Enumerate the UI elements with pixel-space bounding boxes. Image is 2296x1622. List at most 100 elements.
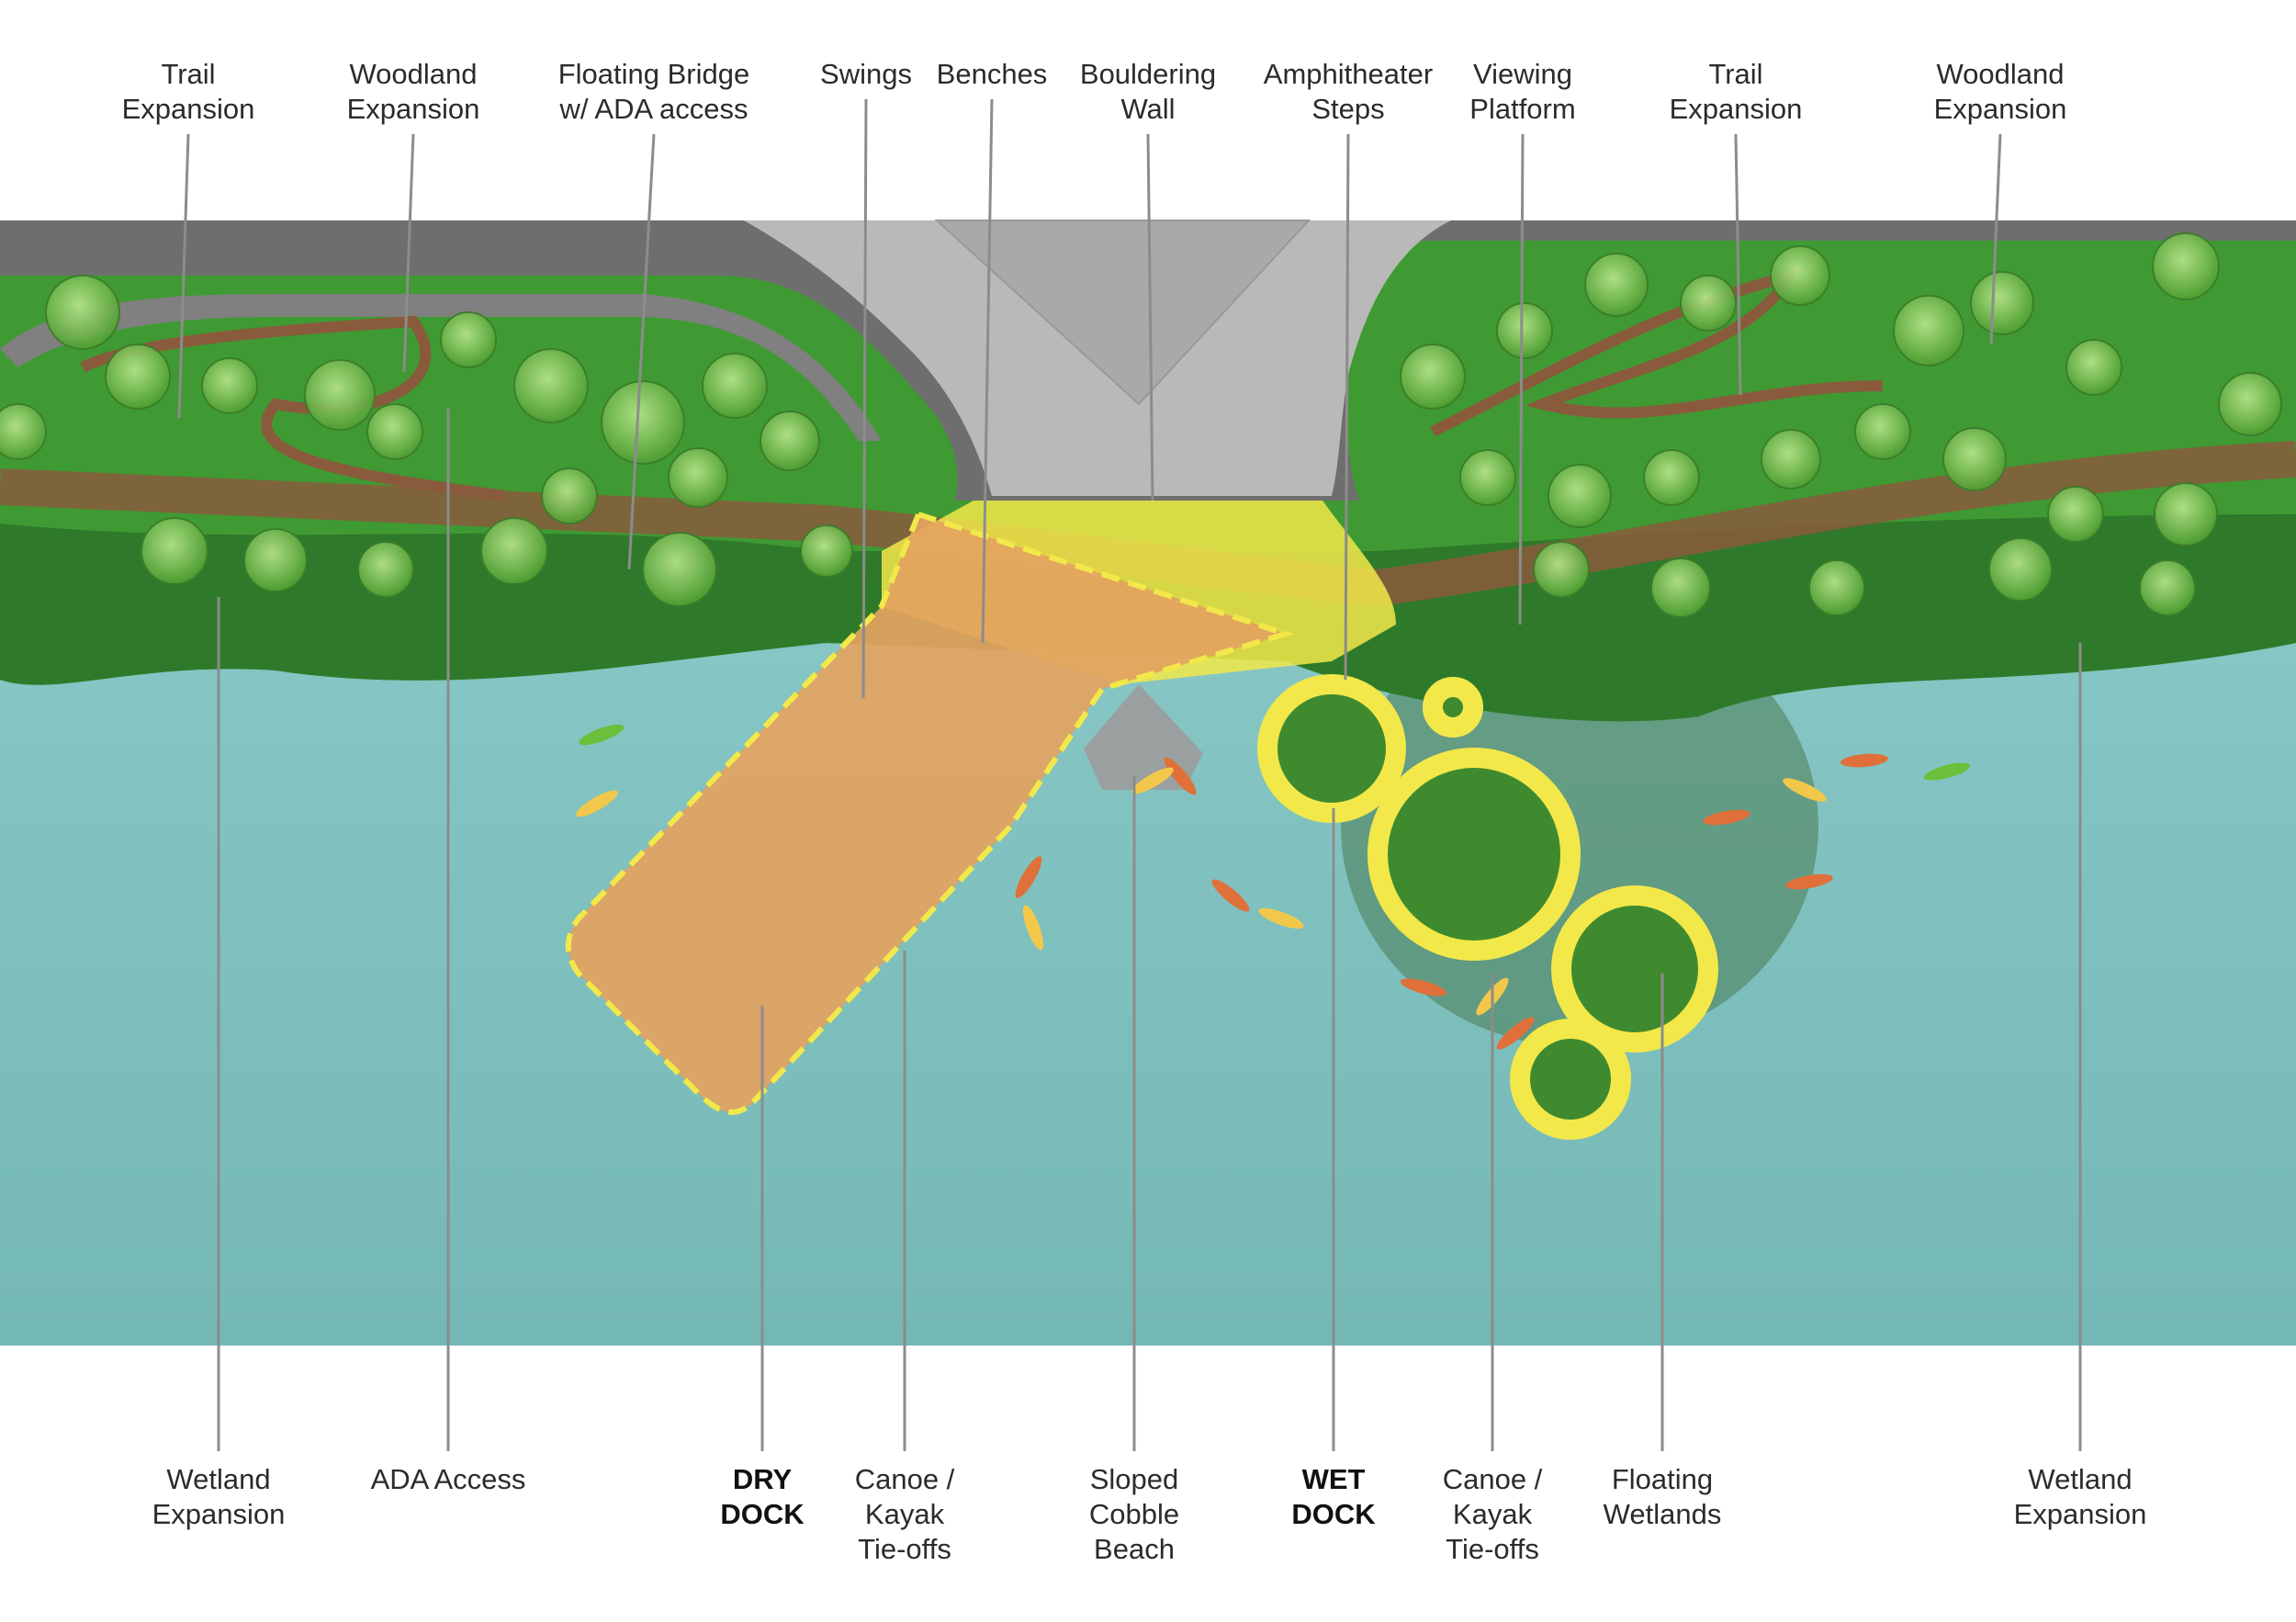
kayak xyxy=(1785,873,1833,890)
tree xyxy=(668,447,728,508)
tree xyxy=(2047,486,2104,543)
tree xyxy=(357,541,414,598)
label-line: Steps xyxy=(1311,93,1385,125)
tree xyxy=(702,353,768,419)
leader-swings xyxy=(861,98,868,699)
label-line: Wall xyxy=(1120,93,1176,125)
kayak xyxy=(1131,767,1174,794)
label-swings: Swings xyxy=(756,57,976,92)
tree xyxy=(2218,372,2282,436)
leader-viewing-platform xyxy=(1518,133,1525,625)
label-line: Swings xyxy=(820,58,912,90)
label-line: Bouldering xyxy=(1079,58,1217,90)
tree xyxy=(2152,232,2220,300)
kayak xyxy=(1783,778,1827,802)
label-ada-access: ADA Access xyxy=(338,1462,558,1497)
label-line: Canoe / xyxy=(1442,1463,1543,1495)
label-line: Floating Bridge xyxy=(557,58,750,90)
label-line: ADA Access xyxy=(370,1463,526,1495)
tree xyxy=(601,380,685,465)
label-line: WET xyxy=(1301,1463,1366,1495)
label-line: Trail xyxy=(161,58,216,90)
kayak xyxy=(1840,753,1888,768)
tree xyxy=(1400,344,1466,410)
tree xyxy=(1854,403,1911,460)
tree xyxy=(800,524,853,578)
tree xyxy=(513,348,589,423)
tree xyxy=(1988,537,2053,602)
tree xyxy=(541,467,598,524)
label-line: Wetland xyxy=(166,1463,271,1495)
label-line: Cobble xyxy=(1088,1498,1180,1530)
label-line: Wetlands xyxy=(1603,1498,1722,1530)
dry-dock-platform xyxy=(568,514,1286,1112)
kayak xyxy=(1258,907,1304,929)
tree xyxy=(642,532,717,607)
tree xyxy=(480,517,548,585)
tree xyxy=(1548,464,1612,528)
tree xyxy=(304,359,376,431)
trail-loop-left xyxy=(80,315,506,501)
label-line: Sloped xyxy=(1089,1463,1179,1495)
tree xyxy=(201,357,258,414)
tree xyxy=(1970,271,2034,335)
kayak xyxy=(1211,879,1250,912)
tree xyxy=(243,528,308,592)
tree xyxy=(440,311,497,368)
tree xyxy=(1680,275,1737,332)
label-line: Amphitheater xyxy=(1263,58,1434,90)
tree xyxy=(1533,541,1590,598)
label-line: Expansion xyxy=(1933,93,2067,125)
tree xyxy=(1770,245,1830,306)
label-line: Benches xyxy=(936,58,1048,90)
tree xyxy=(1643,449,1700,506)
leader-floating-bridge xyxy=(627,133,656,570)
tree xyxy=(1761,429,1821,490)
tree xyxy=(1893,295,1964,366)
leader-benches xyxy=(981,98,994,644)
trail-loop-right xyxy=(1430,266,1884,437)
leader-woodland-expansion-left xyxy=(402,133,415,373)
tree xyxy=(760,411,820,471)
tree xyxy=(2154,482,2218,546)
kayak xyxy=(1496,1017,1535,1050)
tree xyxy=(1496,302,1553,359)
label-line: Expansion xyxy=(346,93,480,125)
kayak xyxy=(1923,762,1971,781)
kayak xyxy=(1703,809,1750,826)
tree xyxy=(1808,559,1865,616)
leader-trail-expansion-left xyxy=(177,133,190,419)
tree xyxy=(2065,339,2122,396)
kayak xyxy=(1015,856,1042,898)
label-line: Platform xyxy=(1469,93,1576,125)
label-line: Expansion xyxy=(2013,1498,2147,1530)
label-line: Woodland xyxy=(349,58,478,90)
leader-woodland-expansion-right xyxy=(1989,133,2002,345)
tree xyxy=(45,275,120,350)
label-line: Woodland xyxy=(1936,58,2065,90)
tree xyxy=(105,344,171,410)
leader-amphitheater-steps xyxy=(1344,133,1350,681)
label-line: Trail xyxy=(1708,58,1763,90)
label-line: Canoe / xyxy=(854,1463,955,1495)
kayak xyxy=(1022,905,1044,951)
label-line: Floating xyxy=(1611,1463,1714,1495)
tree-canopy xyxy=(0,232,2282,618)
label-line: Kayak xyxy=(1452,1498,1533,1530)
label-line: w/ ADA access xyxy=(559,93,748,125)
kayak xyxy=(576,790,618,817)
tree xyxy=(366,403,423,460)
label-line: Tie-offs xyxy=(858,1533,951,1565)
label-line: Expansion xyxy=(121,93,255,125)
label-line: Viewing xyxy=(1472,58,1572,90)
kayak xyxy=(1400,978,1447,997)
